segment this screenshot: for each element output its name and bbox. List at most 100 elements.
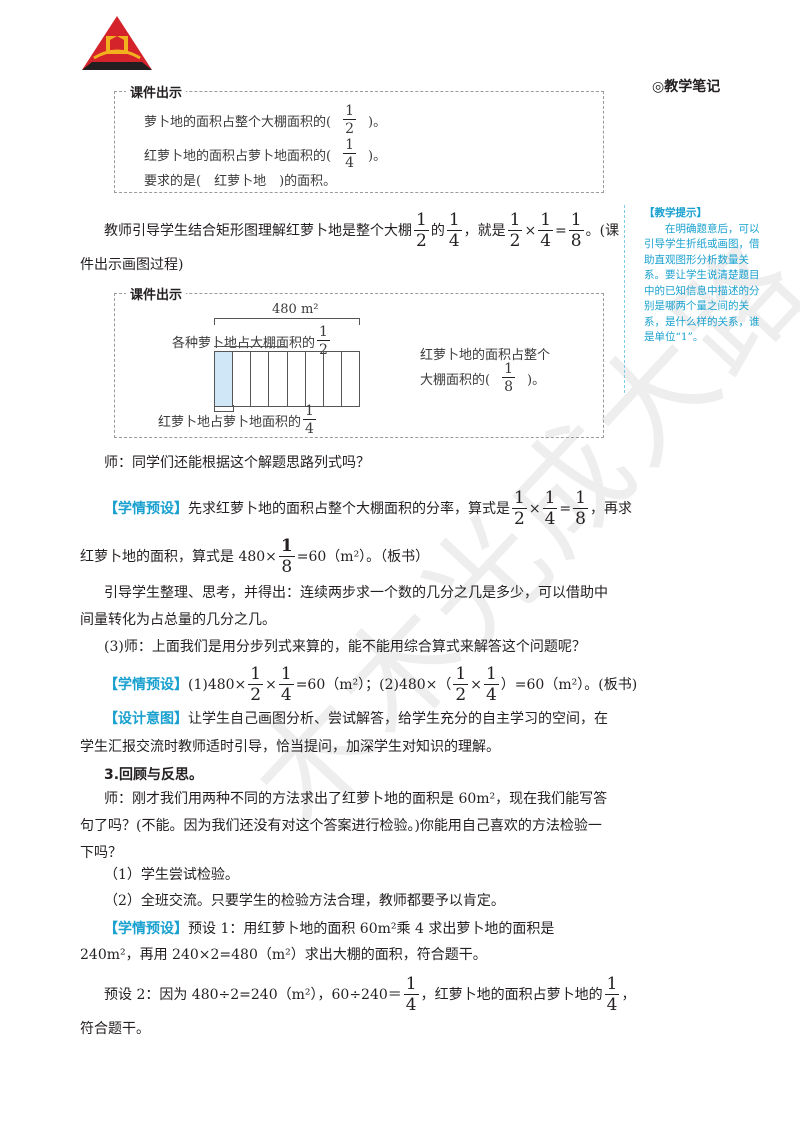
diagram-total-brace [214,318,360,325]
diagram-half-brace [214,346,286,347]
denominator: 2 [345,121,354,137]
diagram-top-label-text: 各种萝卜地占大棚面积的 [172,335,316,351]
equals-sign: = [559,501,572,517]
p3-line2-text: 红萝卜地的面积，算式是 480× [80,549,277,565]
box2-right-line-1: 红萝卜地的面积占整个 [420,348,551,363]
diagram-cell [269,352,288,406]
design-intent-tag: 【设计意图】 [104,711,188,727]
times-sign: × [470,677,482,693]
preset-tag: 【学情预设】 [104,501,188,517]
box1-line-2-text: 红萝卜地的面积占萝卜地面积的( [144,148,332,164]
p1-mid: ，就是 [463,223,506,239]
p7-text: 让学生自己画图分析、尝试解答，给学生充分的自主学习的空间，在学生汇报交流时教师适… [80,711,608,755]
teaching-notes-title: ◎教学笔记 [652,79,721,95]
diagram-cell [324,352,342,406]
numerator: 1 [343,137,356,154]
numerator: 1 [317,324,330,341]
p6-part-a: (1)480× [188,677,247,693]
p6-part-c: ）=60（m²）。(板书) [500,677,638,693]
diagram-cell [288,352,306,406]
p12-text: 预设 2：因为 480÷2=240（m²），60÷240＝ [104,987,402,1003]
paragraph-5: (3)师：上面我们是用分步列式来算的，能不能用综合算式来解答这个问题呢？ [104,639,586,655]
p3-line2-end: =60（m²）。（板书） [296,549,430,565]
paragraph-8: 师：刚才我们用两种不同的方法求出了红萝卜地的面积是 60m²，现在我们能写答句了… [80,791,608,861]
paragraph-7: 【设计意图】让学生自己画图分析、尝试解答，给学生充分的自主学习的空间，在学生汇报… [80,705,610,761]
equals-sign: = [555,223,567,239]
paragraph-12-line-2: 符合题干。 [80,1021,150,1037]
diagram-red-brace [214,405,234,412]
p12-end: ， [621,987,636,1003]
courseware-box-1 [114,91,604,193]
box1-line-1-end: )。 [368,114,387,130]
paragraph-1-line-2: 件出示画图过程) [80,257,184,273]
p3-tail: ，再求 [589,501,632,517]
diagram-bottom-label-text: 红萝卜地占萝卜地面积的 [158,414,302,430]
diagram-cell [251,352,270,406]
paragraph-10: （2）全班交流。只要学生的检验方法合理，教师都要予以肯定。 [104,893,505,909]
diagram-cell [233,352,252,406]
times-sign: × [524,223,537,239]
numerator: 1 [343,103,356,120]
section-heading-3: 3.回顾与反思。 [104,767,204,783]
teaching-tip-body: 在明确题意后，可以引导学生折纸或画图，借助直观图形分析数量关系。要让学生说清楚题… [644,222,760,344]
paragraph-9: （1）学生尝试检验。 [104,867,239,883]
p3-text: 先求红萝卜地的面积占整个大棚面积的分率，算式是 [188,501,510,517]
teaching-tip: 【教学提示】 在明确题意后，可以引导学生折纸或画图，借助直观图形分析数量关系。要… [644,206,762,346]
courseware-box-2 [114,293,604,438]
box2-right-text: 大棚面积的( [420,372,491,388]
denominator: 4 [305,421,314,437]
teaching-tip-title: 【教学提示】 [644,207,707,219]
box1-line-1-text: 萝卜地的面积占整个大棚面积的( [144,114,332,130]
diagram-cell [306,352,324,406]
p11-text: 预设 1：用红萝卜地的面积 60m²乘 4 求出萝卜地的面积是 240m²，再用… [80,921,555,963]
numerator: 1 [303,403,316,420]
box1-line-2-end: )。 [368,148,387,164]
paragraph-2: 师：同学们还能根据这个解题思路列式吗？ [104,455,370,471]
denominator: 4 [345,155,354,171]
diagram-cell [342,352,359,406]
sidebar-divider [624,205,625,393]
preset-tag: 【学情预设】 [104,677,188,693]
diagram-rectangle [214,351,360,407]
preset-tag: 【学情预设】 [104,921,188,937]
courseware-box-2-tag: 课件出示 [126,284,187,303]
numerator: 1 [502,361,515,378]
p1-text: 教师引导学生结合矩形图理解红萝卜地是整个大棚 [104,223,412,239]
times-sign: × [265,677,277,693]
diagram-area-label: 480 m² [272,302,319,317]
paragraph-4: 引导学生整理、思考，并得出：连续两步求一个数的几分之几是多少，可以借助中间量转化… [80,585,608,628]
paragraph-11: 【学情预设】预设 1：用红萝卜地的面积 60m²乘 4 求出萝卜地的面积是 24… [80,916,610,968]
courseware-box-1-tag: 课件出示 [126,82,187,101]
times-sign: × [528,501,541,517]
p12-mid: ，红萝卜地的面积占萝卜地的 [420,987,603,1003]
box1-line-3: 要求的是( 红萝卜地 )的面积。 [144,174,337,189]
diagram-cell-red [215,352,234,406]
box2-right-end: )。 [527,372,546,388]
